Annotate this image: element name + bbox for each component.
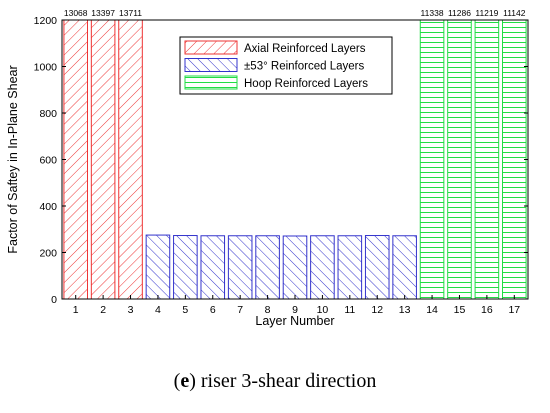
bar-layer-14 [419,19,445,300]
legend-swatch [184,75,238,90]
x-axis-label: Layer Number [255,314,334,328]
x-tick-label: 7 [237,304,243,316]
bar-layer-12 [364,235,390,300]
bar-layer-16 [474,19,500,300]
y-tick-label: 0 [51,294,57,306]
data-label-layer-3: 13711 [119,8,142,18]
data-label-layer-1: 13068 [64,8,88,18]
bar-layer-10 [310,235,335,300]
legend-swatch [184,58,238,72]
caption-text: riser 3-shear direction [195,370,377,392]
data-label-layer-17: 11142 [503,8,526,18]
legend-label: ±53° Reinforced Layers [244,61,364,73]
data-label-layer-16: 11219 [475,8,498,18]
y-axis: 0 200 400 600 800 1000 1200 [34,15,528,306]
bars-group [63,19,527,300]
x-tick-label: 3 [128,304,134,316]
x-tick-label: 10 [317,304,329,316]
bar-layer-13 [392,235,417,300]
y-tick-label: 1000 [34,62,58,74]
caption-open-paren: ( [173,370,181,392]
data-label-layer-15: 11286 [448,8,471,18]
x-tick-label: 15 [454,304,466,316]
bar-layer-1 [63,19,88,300]
bar-layer-5 [173,235,198,300]
y-tick-label: 200 [39,248,57,260]
x-tick-label: 12 [371,304,383,316]
x-tick-label: 16 [481,304,493,316]
caption-letter: e [180,370,190,392]
bar-layer-6 [200,235,226,300]
bar-layer-4 [145,234,171,300]
legend-swatch [184,40,238,55]
bar-layer-8 [255,235,280,300]
bar-layer-2 [90,19,116,300]
legend-label: Hoop Reinforced Layers [244,78,368,90]
legend: Axial Reinforced Layers ±53° Reinforced L… [179,36,393,95]
legend-label: Axial Reinforced Layers [244,43,366,55]
x-tick-label: 9 [292,304,298,316]
x-tick-label: 4 [155,304,161,316]
data-label-layer-2: 13397 [91,8,115,18]
bar-layer-7 [227,235,253,300]
bar-layer-15 [447,19,472,300]
x-tick-label: 13 [399,304,411,316]
caption-close-paren: ) [189,370,196,392]
x-tick-label: 14 [426,304,438,316]
bar-layer-9 [282,235,308,300]
x-tick-label: 11 [344,304,355,316]
x-tick-label: 2 [100,304,106,316]
x-tick-label: 17 [508,304,520,316]
x-tick-label: 8 [265,304,271,316]
y-tick-label: 400 [39,201,57,213]
data-label-layer-14: 11338 [421,8,444,18]
y-axis-label: Factor of Saftey in In-Plane Shear [6,65,20,253]
x-tick-label: 5 [182,304,188,316]
bar-layer-11 [337,235,363,300]
bar-layer-17 [502,19,527,300]
bar-layer-3 [118,19,143,300]
figure-caption: (e) riser 3-shear direction [0,370,550,393]
y-tick-label: 600 [39,155,57,167]
x-tick-label: 6 [210,304,216,316]
y-tick-label: 800 [39,108,57,120]
x-tick-label: 1 [73,304,79,316]
y-tick-label: 1200 [34,15,58,27]
